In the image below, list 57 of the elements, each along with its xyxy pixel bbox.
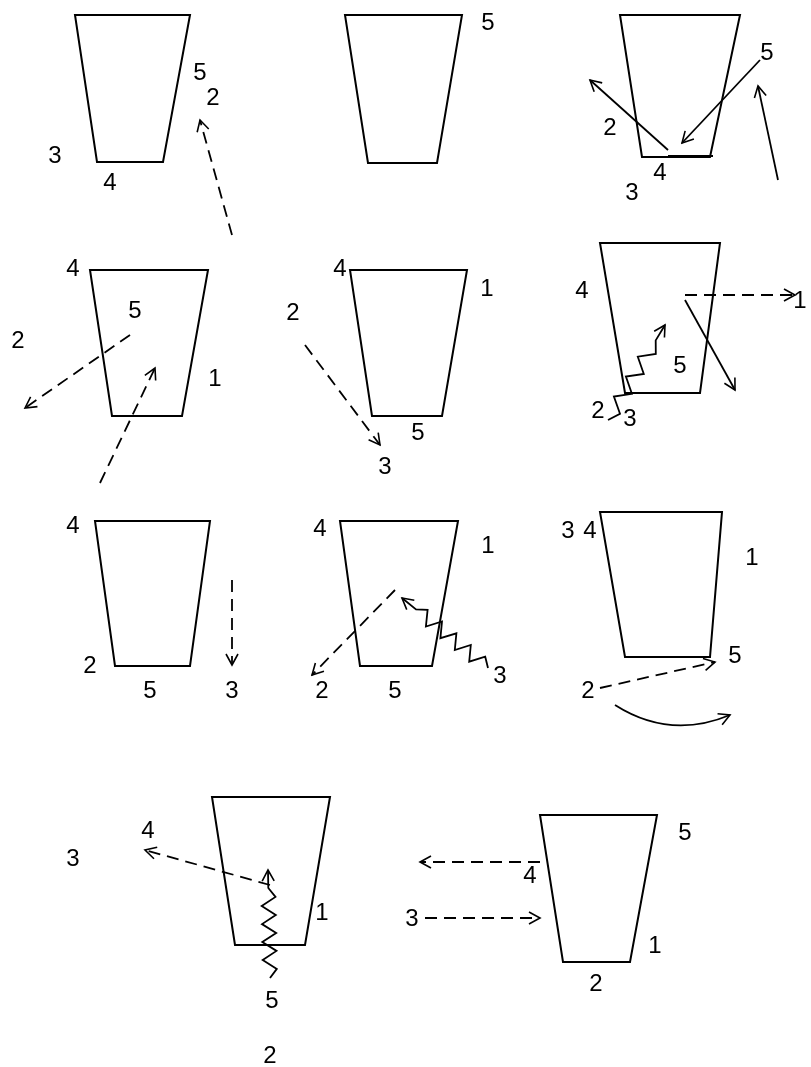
position-number: 4 (523, 863, 537, 887)
position-number: 1 (648, 933, 662, 957)
cup-outline (88, 269, 210, 417)
position-number: 5 (481, 10, 495, 34)
cup-outline (598, 242, 722, 394)
position-number: 3 (623, 406, 637, 430)
position-number: 1 (745, 545, 759, 569)
position-number: 5 (760, 40, 774, 64)
position-number: 2 (11, 328, 25, 352)
position-number: 2 (581, 678, 595, 702)
position-number: 3 (48, 143, 62, 167)
position-number: 1 (208, 366, 222, 390)
position-number: 2 (315, 678, 329, 702)
position-number: 3 (561, 518, 575, 542)
cup-outline (73, 14, 192, 163)
position-number: 4 (653, 160, 667, 184)
position-number: 3 (405, 906, 419, 930)
position-number: 4 (66, 256, 80, 280)
cup-outline (598, 511, 724, 658)
position-number: 3 (66, 846, 80, 870)
position-number: 4 (583, 518, 597, 542)
position-number: 4 (575, 278, 589, 302)
position-number: 1 (315, 900, 329, 924)
position-number: 5 (411, 420, 425, 444)
position-number: 3 (493, 663, 507, 687)
cup-outline (338, 520, 460, 667)
position-number: 5 (388, 678, 402, 702)
position-number: 3 (225, 678, 239, 702)
position-number: 3 (378, 454, 392, 478)
position-number: 4 (313, 516, 327, 540)
cup-outline (348, 269, 469, 417)
position-number: 5 (678, 820, 692, 844)
position-number: 2 (263, 1043, 277, 1067)
cup-outline (618, 14, 742, 158)
position-number: 3 (625, 180, 639, 204)
position-number: 5 (265, 988, 279, 1012)
position-number: 5 (193, 60, 207, 84)
cup-outline (210, 796, 332, 946)
position-number: 5 (673, 353, 687, 377)
position-number: 5 (143, 678, 157, 702)
position-number: 2 (286, 300, 300, 324)
position-number: 4 (141, 818, 155, 842)
position-number: 4 (66, 513, 80, 537)
position-number: 1 (481, 533, 495, 557)
position-number: 1 (480, 276, 494, 300)
position-number: 2 (591, 398, 605, 422)
position-number: 2 (589, 971, 603, 995)
position-number: 5 (128, 298, 142, 322)
position-number: 1 (793, 288, 807, 312)
position-number: 4 (103, 170, 117, 194)
cup-outline (343, 14, 464, 164)
position-number: 5 (728, 643, 742, 667)
cup-outline (538, 814, 659, 963)
position-number: 2 (83, 653, 97, 677)
position-number: 2 (206, 85, 220, 109)
position-number: 2 (603, 115, 617, 139)
position-number: 4 (333, 256, 347, 280)
